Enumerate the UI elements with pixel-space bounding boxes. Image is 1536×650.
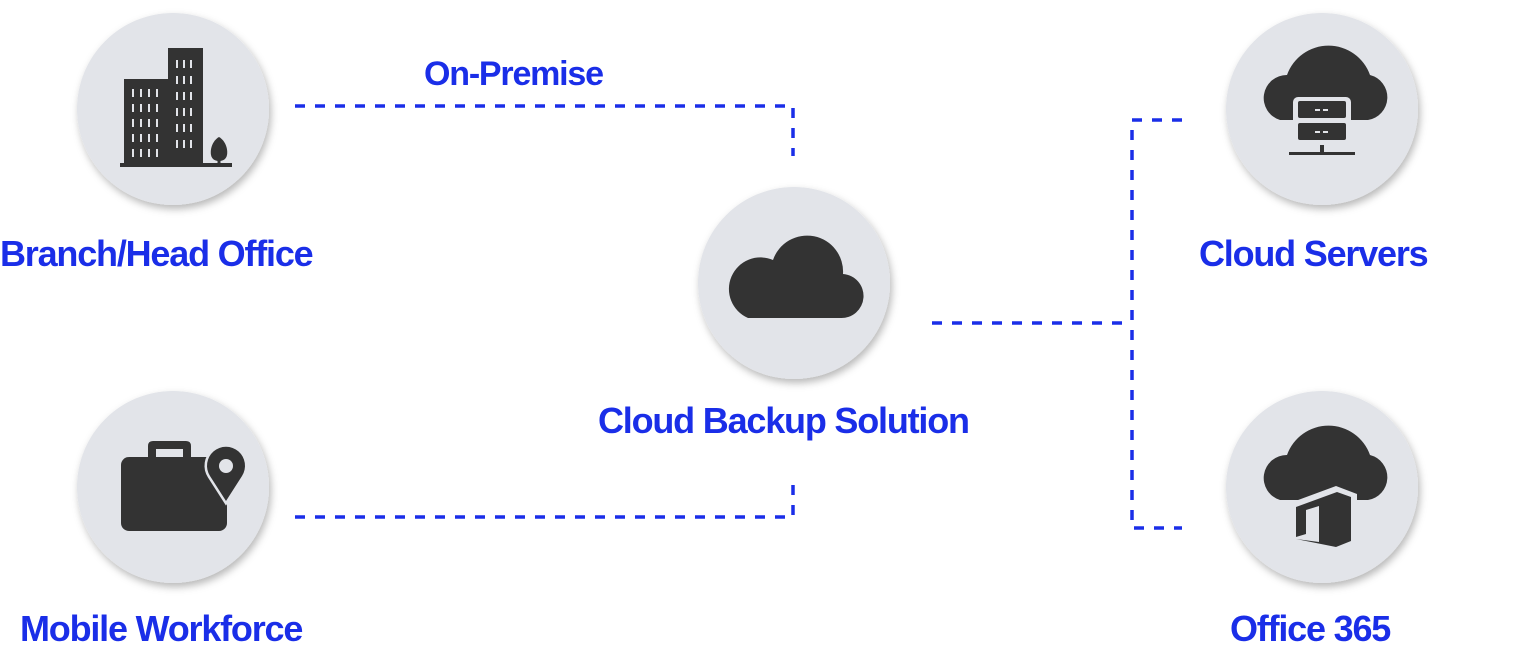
office-building-icon [120,48,232,167]
cloud-server-icon [1263,45,1388,155]
node-branch-office [77,13,269,205]
edge-label-on-premise: On-Premise [424,55,604,93]
node-office-365 [1226,391,1418,583]
cloud-office-icon [1263,425,1388,552]
node-label-branch-office: Branch/Head Office [0,233,314,274]
cloud-icon [728,235,864,319]
node-label-mobile-workforce: Mobile Workforce [20,608,303,649]
connector-cloud-branch [1130,118,1182,530]
node-mobile-workforce [77,391,269,583]
connector-mobile [295,480,795,519]
node-label-office-365: Office 365 [1230,608,1391,649]
connector-on-premise [295,104,795,156]
node-cloud-servers [1226,13,1418,205]
briefcase-location-icon [121,441,248,531]
node-label-cloud-servers: Cloud Servers [1199,233,1429,274]
node-label-cloud-backup: Cloud Backup Solution [598,400,970,441]
node-cloud-backup [698,187,890,379]
